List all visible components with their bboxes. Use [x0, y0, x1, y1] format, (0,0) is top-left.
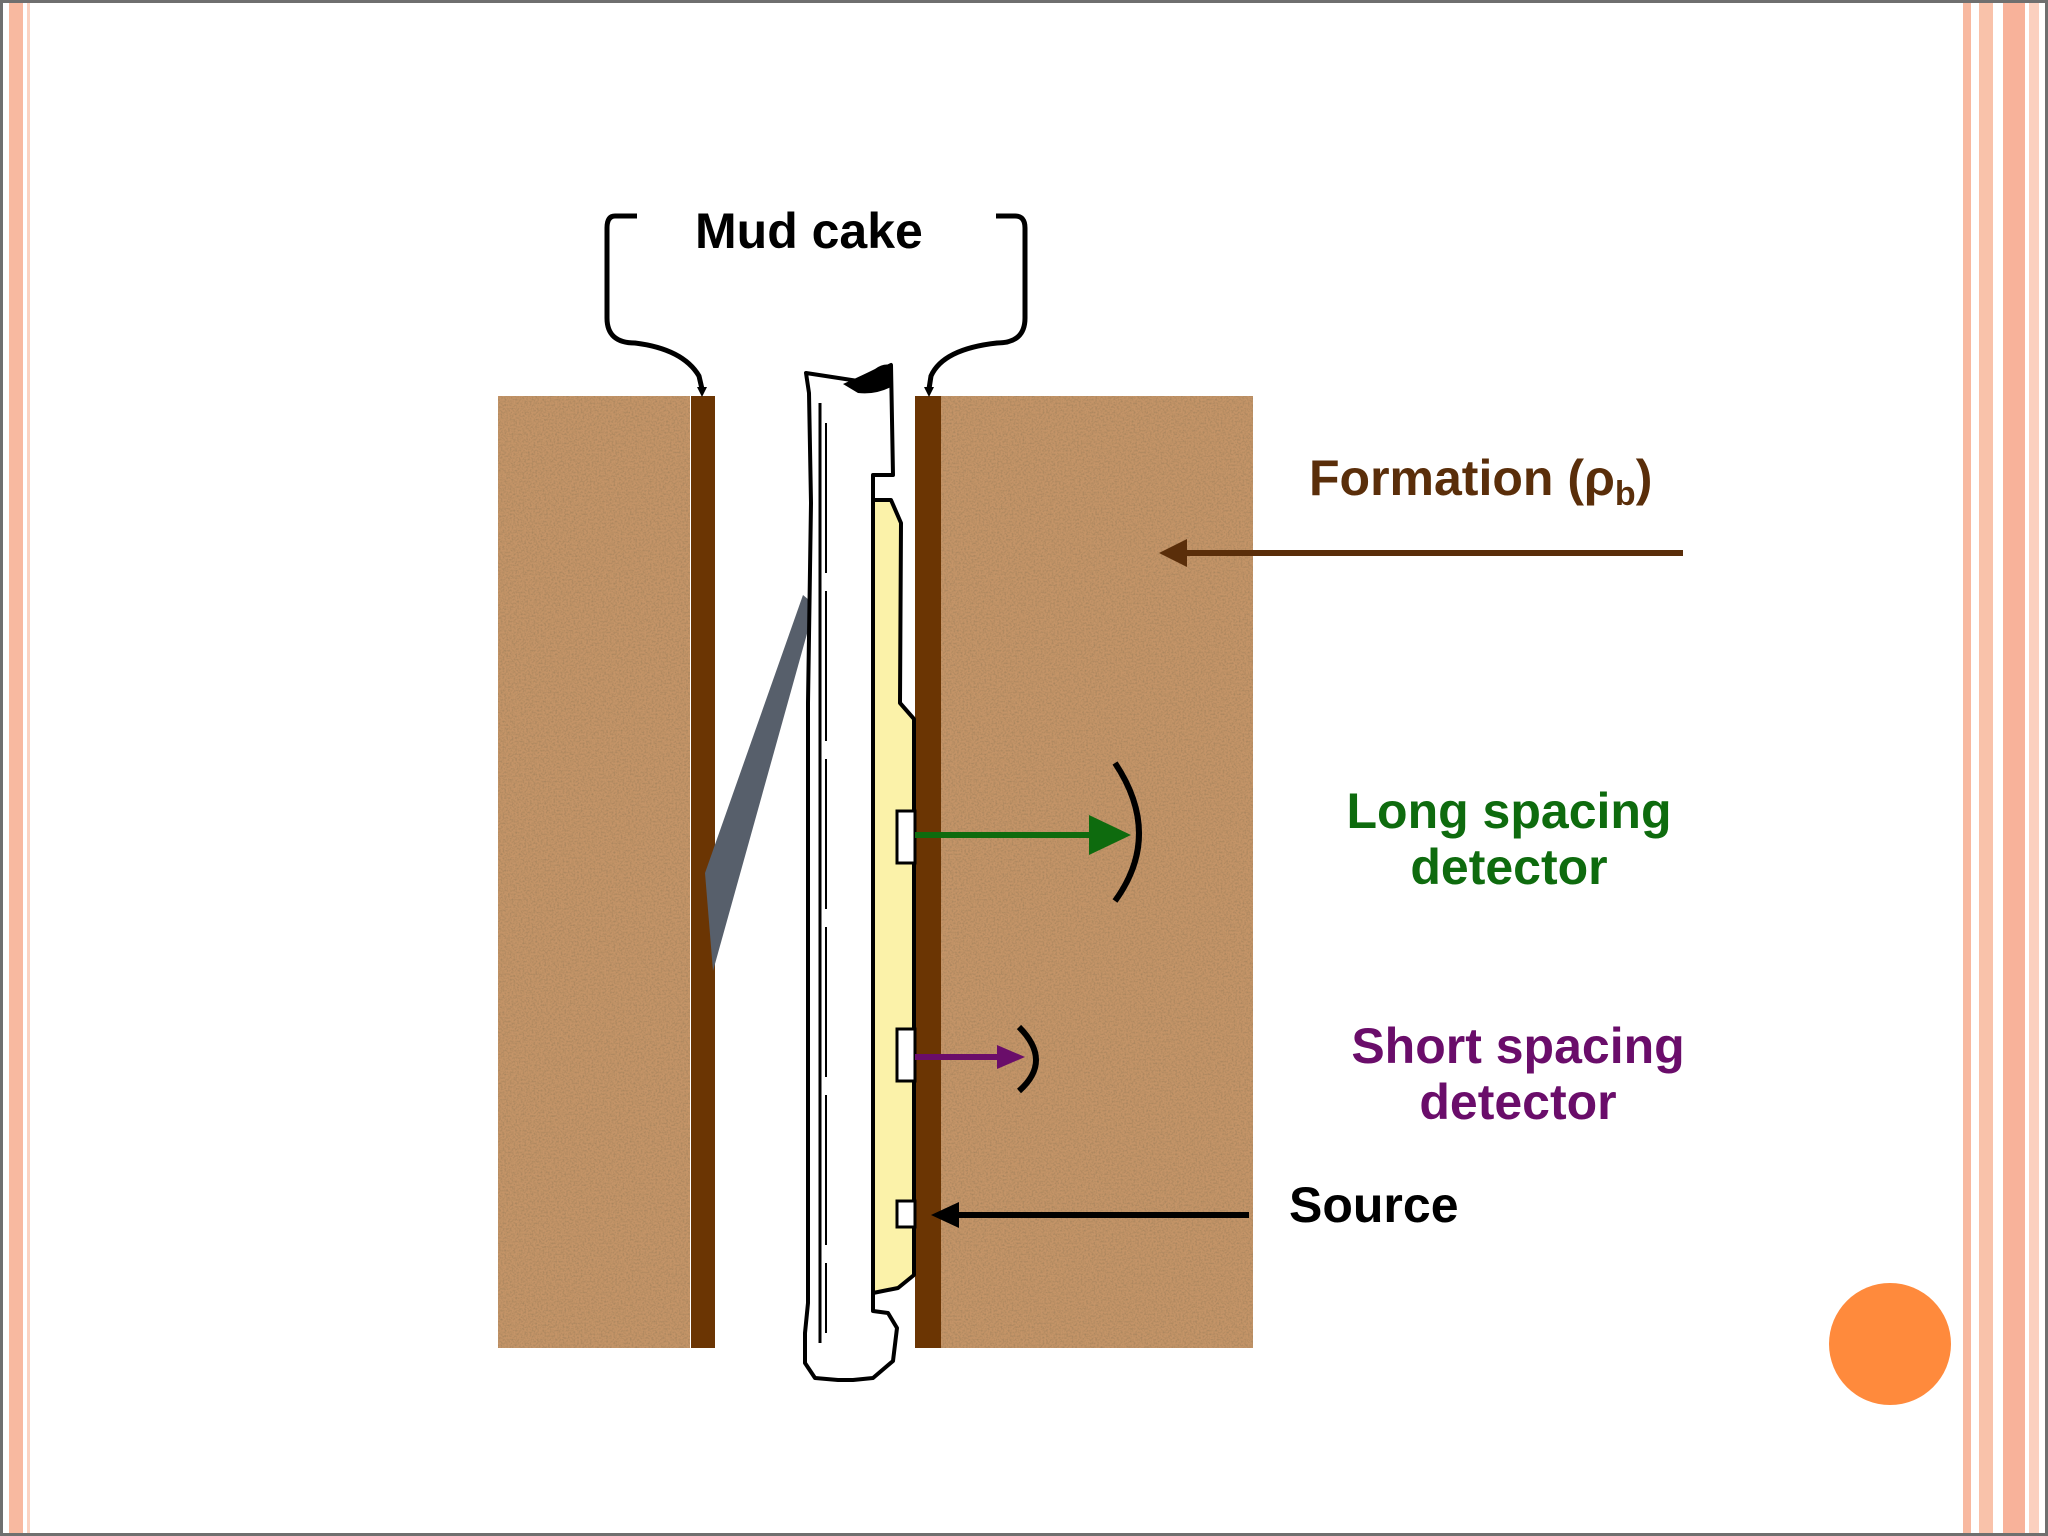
- short-detector-arc: [1016, 1024, 1039, 1094]
- mud-cake-right: [915, 396, 941, 1348]
- tool-body: [803, 363, 899, 1382]
- long-detector-arc: [1112, 761, 1142, 903]
- formation-right: [941, 396, 1253, 1348]
- long-detector-label-line2: detector: [1410, 839, 1608, 895]
- orange-circle-icon: [1829, 1283, 1951, 1405]
- mud-cake-bracket-left-arrowhead: [697, 387, 707, 397]
- formation-label-suffix: ): [1635, 450, 1653, 506]
- short-detector-label-line2: detector: [1419, 1074, 1617, 1130]
- short-detector-label-line1: Short spacing: [1351, 1018, 1685, 1074]
- formation-left: [498, 396, 690, 1348]
- tool-top-cap: [843, 364, 891, 394]
- short-detector-arrowhead: [997, 1045, 1025, 1069]
- long-detector-label: Long spacing detector: [1339, 783, 1679, 895]
- tool-pad: [871, 498, 916, 1295]
- right-stripe-3: [2003, 3, 2025, 1533]
- mud-cake-bracket-right-arrowhead: [924, 387, 934, 397]
- backup-arm: [705, 595, 815, 971]
- long-detector-arrowhead: [1089, 815, 1131, 855]
- long-detector-slot: [895, 809, 917, 865]
- long-detector-label-line1: Long spacing: [1346, 783, 1672, 839]
- formation-label: Formation (ρb): [1309, 450, 1653, 511]
- density-tool-diagram: [498, 213, 1951, 1405]
- source-slot: [895, 1199, 917, 1229]
- right-stripe-1: [1963, 3, 1971, 1533]
- short-detector-label: Short spacing detector: [1343, 1018, 1693, 1130]
- source-label: Source: [1289, 1177, 1459, 1233]
- source-arrowhead: [931, 1202, 959, 1228]
- formation-arrowhead: [1159, 539, 1187, 567]
- right-stripe-2: [1979, 3, 1993, 1533]
- formation-label-subscript: b: [1614, 475, 1636, 513]
- mud-cake-label: Mud cake: [695, 203, 923, 259]
- formation-label-rho: ρ: [1583, 450, 1615, 506]
- mud-cake-bracket-right: [926, 213, 1028, 390]
- formation-label-prefix: Formation (: [1309, 450, 1584, 506]
- short-detector-slot: [895, 1027, 917, 1083]
- left-stripe: [9, 3, 23, 1533]
- right-stripe-4: [2029, 3, 2039, 1533]
- mud-cake-bracket-left: [604, 213, 705, 390]
- left-stripe-thin: [27, 3, 30, 1533]
